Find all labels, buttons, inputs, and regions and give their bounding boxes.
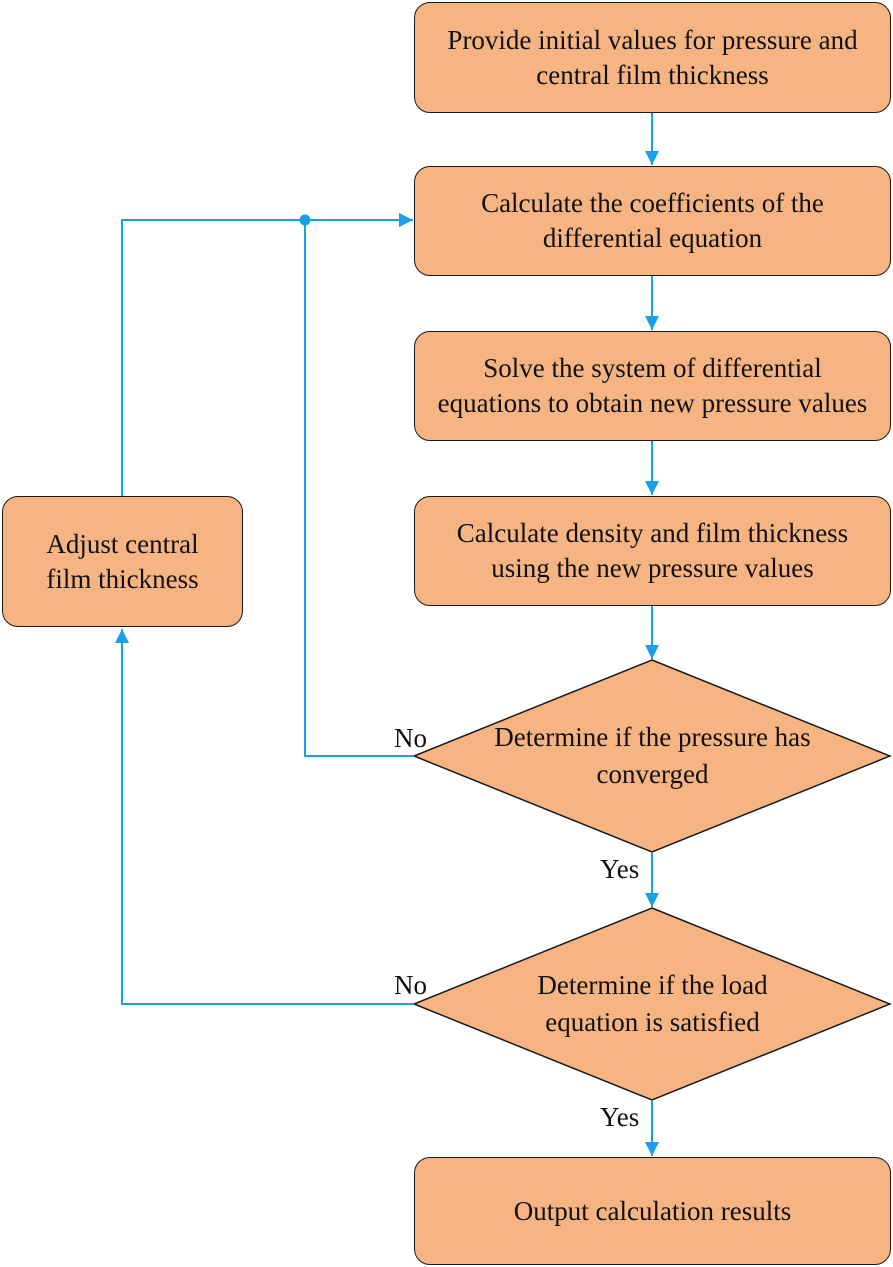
step-solve-system-text: Solve the system of differential equatio… bbox=[437, 353, 868, 418]
loop-load-no bbox=[115, 629, 414, 1005]
loop-adjust-to-coefficients bbox=[121, 213, 413, 496]
step-calculate-density: Calculate density and film thickness usi… bbox=[414, 496, 891, 606]
label-yes-pressure: Yes bbox=[600, 854, 640, 884]
step-output-results: Output calculation results bbox=[414, 1157, 891, 1265]
step-calculate-coefficients: Calculate the coefficients of the differ… bbox=[414, 166, 891, 276]
decision-load-text: Determine if the load equation is satisf… bbox=[537, 970, 768, 1037]
label-yes-load: Yes bbox=[600, 1102, 640, 1132]
label-no-load: No bbox=[394, 970, 427, 1000]
decision-load: Determine if the load equation is satisf… bbox=[500, 964, 805, 1044]
loop-pressure-no bbox=[304, 220, 414, 757]
label-no-pressure: No bbox=[394, 723, 427, 753]
step-calculate-coefficients-text: Calculate the coefficients of the differ… bbox=[481, 188, 824, 253]
junction-dot bbox=[299, 214, 311, 226]
step-initial-values-text: Provide initial values for pressure and … bbox=[447, 24, 858, 90]
step-output-results-text: Output calculation results bbox=[513, 1195, 792, 1226]
decision-pressure-text: Determine if the pressure has converged bbox=[494, 722, 811, 789]
step-adjust-film-thickness: Adjust central film thickness bbox=[2, 496, 243, 627]
step-solve-system: Solve the system of differential equatio… bbox=[414, 331, 891, 441]
step-calculate-density-text: Calculate density and film thickness usi… bbox=[456, 518, 849, 583]
step-initial-values: Provide initial values for pressure and … bbox=[414, 2, 891, 113]
decision-pressure: Determine if the pressure has converged bbox=[485, 716, 820, 796]
step-adjust-film-thickness-text: Adjust central film thickness bbox=[46, 528, 199, 594]
